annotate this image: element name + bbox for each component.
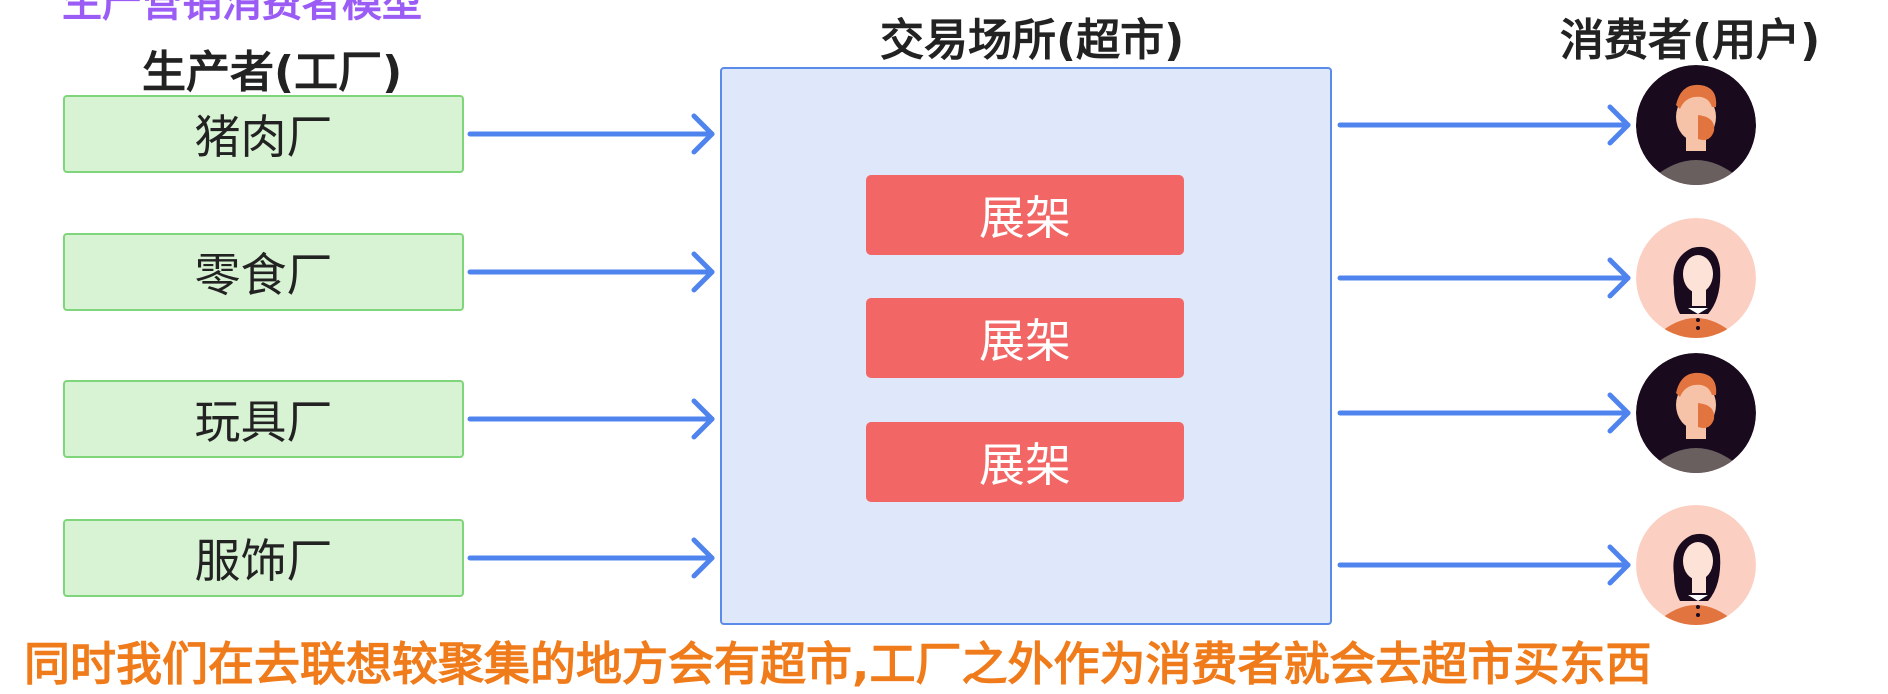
female-avatar-icon <box>1636 218 1756 338</box>
arrow-market-to-consumer-1 <box>1337 104 1631 146</box>
producer-title: 生产者(工厂) <box>142 47 403 98</box>
factory-box-pork: 猪肉厂 <box>63 95 464 173</box>
arrow-pork-to-market <box>467 113 715 155</box>
market-title: 交易场所(超市) <box>880 15 1185 66</box>
factory-box-clothing: 服饰厂 <box>63 519 464 597</box>
arrow-snack-to-market <box>467 251 715 293</box>
female-avatar-icon <box>1636 505 1756 625</box>
factory-box-toy: 玩具厂 <box>63 380 464 458</box>
arrow-toy-to-market <box>467 398 715 440</box>
shelf-box: 展架 <box>866 175 1184 255</box>
consumer-title: 消费者(用户) <box>1560 15 1821 66</box>
diagram-top-title: 生产营销消费者模型 <box>62 0 422 26</box>
arrow-clothing-to-market <box>467 537 715 579</box>
male-avatar-icon <box>1636 65 1756 185</box>
factory-box-snack: 零食厂 <box>63 233 464 311</box>
shelf-box: 展架 <box>866 298 1184 378</box>
arrows-layer <box>467 104 1631 586</box>
arrow-market-to-consumer-4 <box>1337 544 1631 586</box>
male-avatar-icon <box>1636 353 1756 473</box>
bottom-note: 同时我们在去联想较聚集的地方会有超市,工厂之外作为消费者就会去超市买东西 <box>24 637 1652 691</box>
arrow-market-to-consumer-2 <box>1337 257 1631 299</box>
arrow-market-to-consumer-3 <box>1337 392 1631 434</box>
shelf-box: 展架 <box>866 422 1184 502</box>
